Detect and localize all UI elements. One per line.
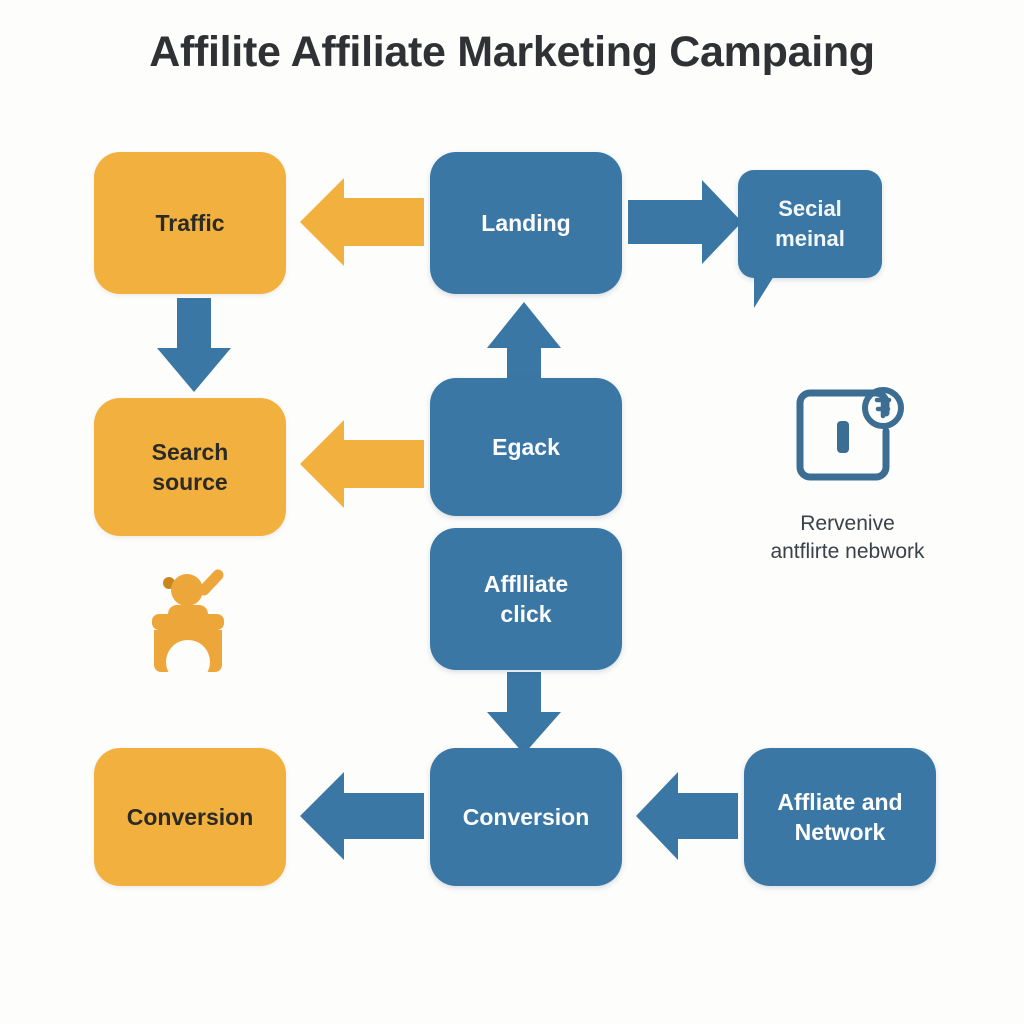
page-title: Affilite Affiliate Marketing Campaing xyxy=(149,28,875,76)
revenue-network-caption: Rervenive antflirte nebwork xyxy=(770,512,925,563)
arrow-conversion-mid-to-conversion-left xyxy=(300,772,424,860)
node-affiliate-click[interactable]: Afflliate click xyxy=(430,528,622,670)
node-affiliate-network[interactable]: Affliate and Network xyxy=(744,748,936,886)
node-landing-label: Landing xyxy=(481,209,571,236)
node-search-source[interactable]: Search source xyxy=(94,398,286,536)
node-conversion-mid-label: Conversion xyxy=(462,803,590,830)
node-traffic-label: Traffic xyxy=(155,209,225,236)
audience-figure-icon xyxy=(138,562,258,684)
node-affiliate-network-label: Affliate and Network xyxy=(777,788,903,845)
node-conversion-mid[interactable]: Conversion xyxy=(430,748,622,886)
arrow-landing-to-traffic xyxy=(300,178,424,266)
node-landing[interactable]: Landing xyxy=(430,152,622,294)
arrow-affiliate-click-to-conversion xyxy=(487,672,561,754)
arrow-egack-to-landing xyxy=(487,302,561,378)
node-egack-label: Egack xyxy=(492,433,560,460)
revenue-network-group: Rervenive antflirte nebwork xyxy=(745,385,950,565)
node-social-media[interactable]: Secial meinal xyxy=(738,170,882,308)
arrow-egack-to-search-source xyxy=(300,420,424,508)
revenue-card-icon xyxy=(788,385,908,500)
node-search-source-label: Search source xyxy=(151,438,229,495)
arrow-traffic-to-search-source xyxy=(157,298,231,392)
node-egack[interactable]: Egack xyxy=(430,378,622,516)
node-social-media-label: Secial meinal xyxy=(775,196,845,251)
arrow-landing-to-social-media xyxy=(628,180,742,264)
arrow-affiliate-network-to-conversion xyxy=(636,772,738,860)
node-traffic[interactable]: Traffic xyxy=(94,152,286,294)
node-conversion-left[interactable]: Conversion xyxy=(94,748,286,886)
node-conversion-left-label: Conversion xyxy=(126,803,254,830)
node-affiliate-click-label: Afflliate click xyxy=(483,570,569,627)
